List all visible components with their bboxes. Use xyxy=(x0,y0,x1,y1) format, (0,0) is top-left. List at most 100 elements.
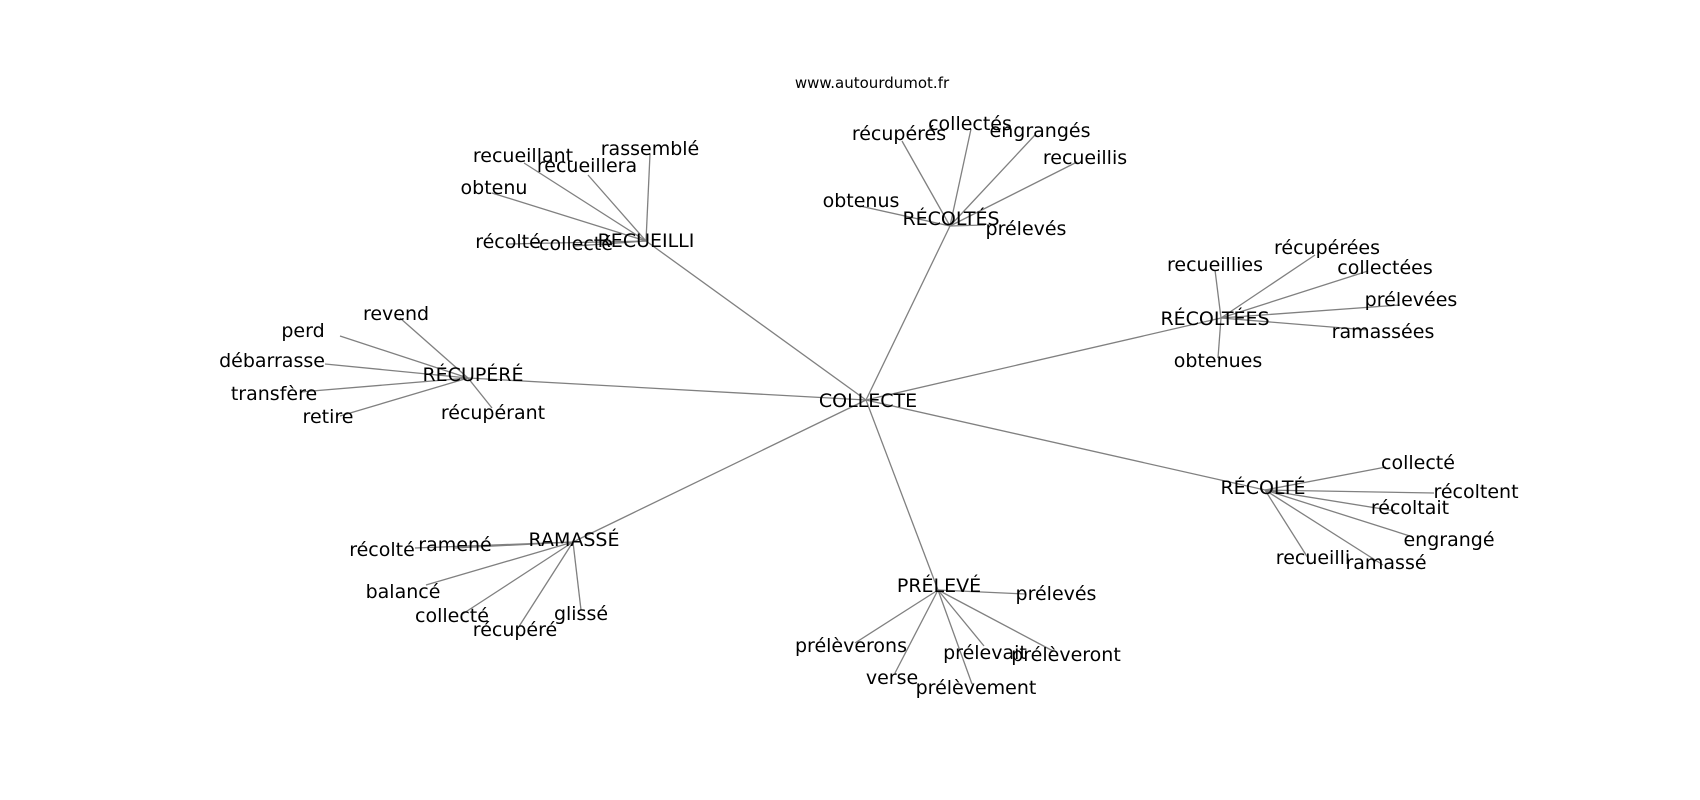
leaf-node-label: récolté xyxy=(349,539,415,561)
hub-leaf-edge xyxy=(467,377,493,409)
leaf-node-label: récupérés xyxy=(852,123,946,145)
hub-leaf-edge xyxy=(1264,466,1387,491)
hub-leaf-edge xyxy=(1264,489,1384,566)
edges-layer xyxy=(299,128,1435,685)
hub-leaf-edge xyxy=(937,589,973,685)
leaf-node-label: revend xyxy=(363,303,429,325)
leaf-node-label: rassemblé xyxy=(601,138,699,160)
hub-leaf-edge xyxy=(949,128,972,227)
leaf-node-label: obtenu xyxy=(461,177,528,199)
root-hub-edge xyxy=(572,399,867,543)
hub-node-label: RÉCOLTÉS xyxy=(902,207,999,230)
hub-leaf-edge xyxy=(425,541,574,586)
hub-leaf-edge xyxy=(523,162,647,242)
hub-node-label: RAMASSÉ xyxy=(529,528,620,551)
hub-leaf-edge xyxy=(324,363,469,379)
leaf-node-label: retire xyxy=(303,406,354,428)
leaf-node-label: collectés xyxy=(928,113,1012,135)
hub-node-label: RÉCOLTÉ xyxy=(1220,476,1305,499)
leaf-node-label: prélevés xyxy=(986,218,1067,240)
leaf-node-label: perd xyxy=(281,320,324,342)
hub-leaf-edge xyxy=(1220,270,1369,319)
hub-leaf-edge xyxy=(937,589,1026,595)
leaf-node-label: collectées xyxy=(1337,257,1433,279)
hub-leaf-edge xyxy=(949,224,986,227)
leaf-node-label: prélevait xyxy=(943,642,1027,664)
hub-leaf-edge xyxy=(517,541,574,629)
leaf-node-label: collecté xyxy=(539,233,613,255)
hub-leaf-edge xyxy=(1214,269,1222,319)
leaf-node-label: obtenus xyxy=(823,190,900,212)
leaf-node-label: débarrasse xyxy=(219,350,325,372)
hub-leaf-edge xyxy=(1264,489,1309,559)
root-hub-edge xyxy=(645,240,867,401)
hub-leaf-edge xyxy=(339,335,469,379)
leaf-node-label: recueilli xyxy=(1276,547,1350,569)
hub-leaf-edge xyxy=(937,589,985,647)
leaf-node-label: collecté xyxy=(415,605,489,627)
leaf-node-label: collecté xyxy=(1381,452,1455,474)
leaf-node-label: prélèvement xyxy=(916,677,1037,699)
leaf-node-label: ramené xyxy=(418,534,491,556)
hub-leaf-edge xyxy=(491,192,647,242)
leaf-node-label: récupérées xyxy=(1274,237,1380,259)
leaf-node-label: prélèveront xyxy=(1011,644,1121,666)
leaf-node-label: prélèverons xyxy=(795,635,907,657)
hub-leaf-edge xyxy=(507,240,647,245)
root-hub-edge xyxy=(865,317,1222,401)
leaf-node-label: obtenues xyxy=(1174,350,1263,372)
leaf-node-label: récupéré xyxy=(473,619,557,641)
hub-leaf-edge xyxy=(645,153,651,242)
hub-node-label: RÉCUPÉRÉ xyxy=(422,363,523,386)
leaf-node-label: glissé xyxy=(554,603,608,625)
hub-leaf-edge xyxy=(587,174,647,242)
leaf-node-label: recueillant xyxy=(473,145,573,167)
root-hub-edge xyxy=(865,399,939,591)
leaf-node-label: engrangés xyxy=(990,120,1091,142)
hub-leaf-edge xyxy=(1217,317,1222,359)
leaf-node-label: prélevés xyxy=(1016,583,1097,605)
hub-leaf-edge xyxy=(901,140,951,227)
hub-leaf-edge xyxy=(299,377,469,393)
root-hub-edge xyxy=(467,377,867,401)
leaf-node-label: verse xyxy=(866,667,918,689)
hub-leaf-edge xyxy=(1220,317,1369,331)
leaf-node-label: ramassées xyxy=(1332,321,1435,343)
labels-layer: COLLECTE récupéréscollectésengrangésrecu… xyxy=(219,113,1518,699)
leaf-node-label: récoltent xyxy=(1433,481,1518,503)
hub-leaf-edge xyxy=(949,134,1036,227)
leaf-node-label: récupérant xyxy=(441,402,545,424)
leaf-node-label: récoltait xyxy=(1371,497,1449,519)
hub-leaf-edge xyxy=(859,205,951,227)
root-hub-edge xyxy=(865,225,951,401)
site-url: www.autourdumot.fr xyxy=(795,74,950,92)
leaf-node-label: balancé xyxy=(366,581,441,603)
hub-leaf-edge xyxy=(399,317,469,379)
leaf-node-label: recueillis xyxy=(1043,147,1127,169)
leaf-node-label: engrangé xyxy=(1403,529,1494,551)
hub-leaf-edge xyxy=(460,541,574,616)
hub-leaf-edge xyxy=(1264,489,1414,538)
leaf-node-label: recueillies xyxy=(1167,254,1263,276)
hub-leaf-edge xyxy=(1264,489,1396,512)
hub-leaf-edge xyxy=(937,589,1054,652)
hub-leaf-edge xyxy=(854,589,939,644)
hub-leaf-edge xyxy=(339,377,469,417)
leaf-node-label: récolté xyxy=(475,231,541,253)
hub-leaf-edge xyxy=(1264,489,1435,494)
hub-leaf-edge xyxy=(949,161,1078,227)
leaf-node-label: ramassé xyxy=(1345,552,1426,574)
hub-leaf-edge xyxy=(1220,254,1316,319)
leaf-node-label: prélevées xyxy=(1365,289,1458,311)
hub-node-label: PRÉLEVÉ xyxy=(897,574,981,597)
hub-leaf-edge xyxy=(572,541,582,611)
hub-leaf-edge xyxy=(574,240,647,247)
hub-leaf-edge xyxy=(894,589,939,674)
leaf-node-label: recueillera xyxy=(537,155,637,177)
hub-leaf-edge xyxy=(414,541,574,549)
hub-node-label: RECUEILLI xyxy=(598,230,695,252)
leaf-node-label: transfère xyxy=(231,383,317,405)
root-hub-edge xyxy=(865,399,1266,491)
hub-node-label: RÉCOLTÉES xyxy=(1160,307,1269,330)
